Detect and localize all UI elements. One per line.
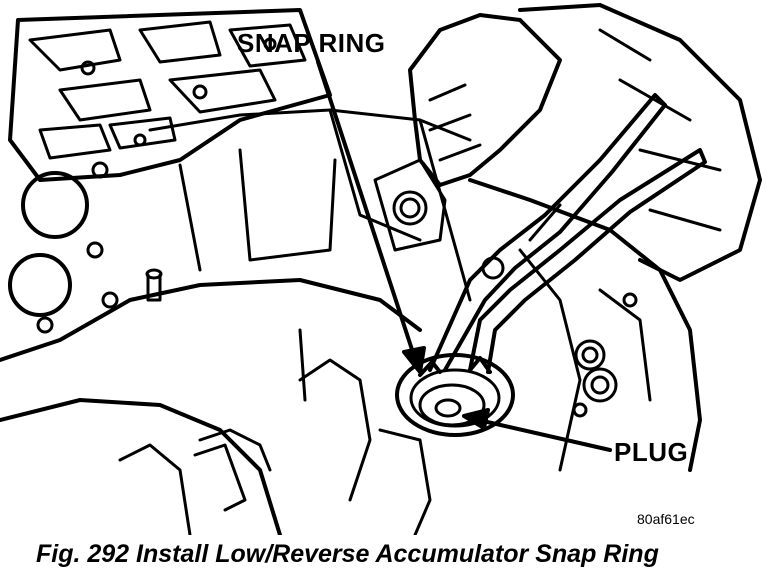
reference-code: 80af61ec	[637, 511, 695, 527]
figure-caption: Fig. 292 Install Low/Reverse Accumulator…	[36, 540, 659, 568]
plug-arrow	[468, 416, 612, 452]
left-ports	[8, 161, 119, 334]
snap-ring-arrow	[316, 60, 420, 370]
plug-arrowhead	[462, 408, 490, 430]
snap-ring-arrowhead	[402, 346, 426, 374]
snap-ring-label: SNAP RING	[237, 28, 386, 58]
snap-ring-pliers	[428, 93, 707, 374]
lower-housing	[0, 328, 432, 535]
valve-body	[8, 8, 332, 182]
callout-arrows	[316, 60, 612, 452]
technician-hands	[408, 3, 762, 282]
plug-label: PLUG	[614, 437, 689, 467]
line-drawing	[0, 3, 762, 535]
